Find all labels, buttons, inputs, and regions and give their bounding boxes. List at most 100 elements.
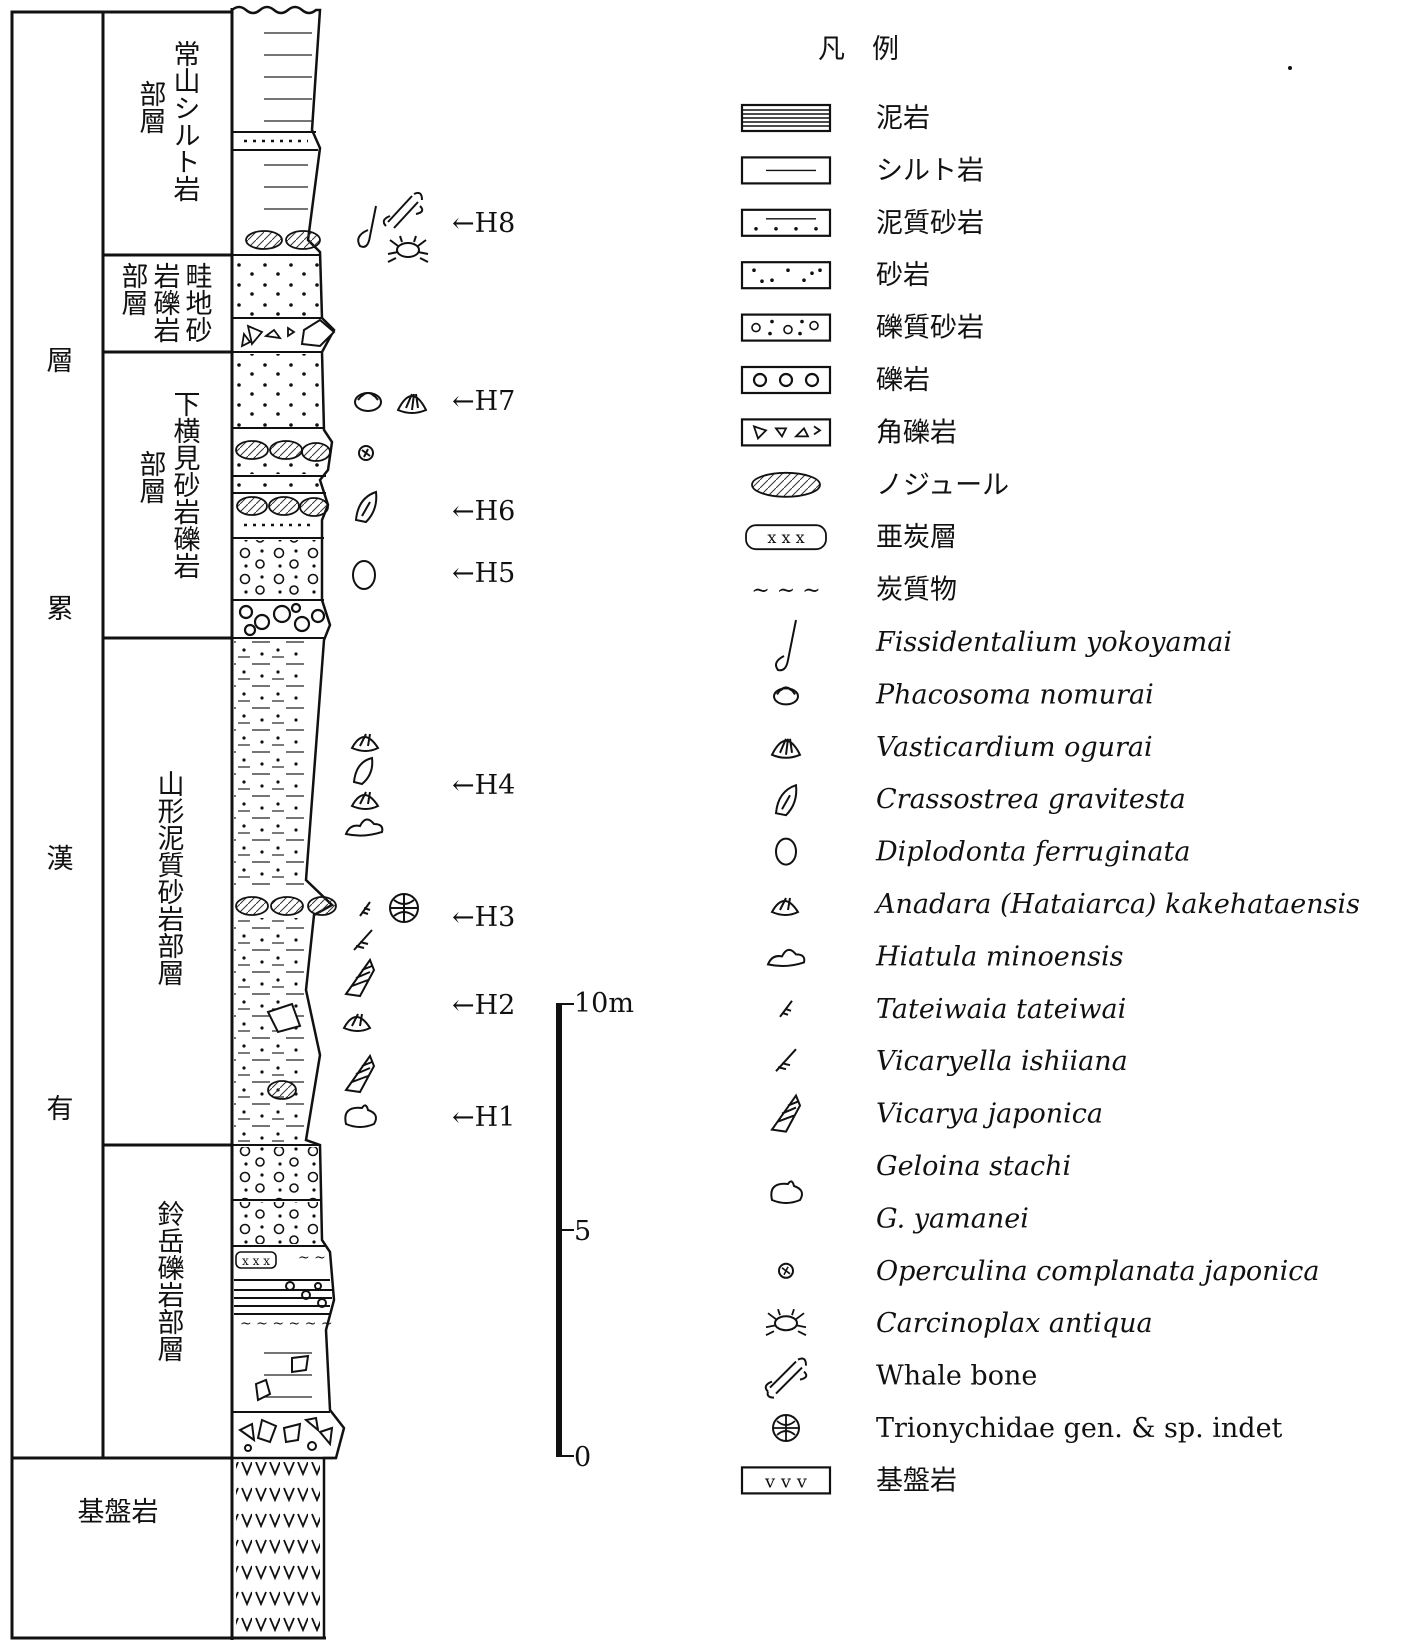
legend-title: 凡 例 <box>818 34 899 65</box>
legend-label: Anadara (Hataiarca) kakehataensis <box>873 889 1360 920</box>
ark-shell-icon <box>344 1014 370 1031</box>
vicarya-icon <box>772 1096 800 1132</box>
scale-label-mid: 5 <box>574 1216 591 1247</box>
horizon-h7: ←H7 <box>452 386 515 417</box>
small-snail-icon <box>780 1001 792 1017</box>
siltstone-bed <box>234 14 312 132</box>
oyster-icon <box>356 492 376 522</box>
mudstone-swatch <box>742 105 830 131</box>
legend-row: 砂岩 <box>742 260 930 291</box>
oyster-icon <box>776 785 796 815</box>
legend-row: 泥岩 <box>742 103 930 134</box>
nodule <box>246 231 282 249</box>
muddy-sandstone-bed <box>234 918 306 1142</box>
slender-snail-icon <box>776 1049 796 1071</box>
horizon-h1: ←H1 <box>452 1102 515 1133</box>
legend-row: Whale bone <box>766 1358 1038 1397</box>
legend-label: Vicaryella ishiiana <box>876 1046 1128 1077</box>
member-tokoyama-line1: 常山シルト岩 <box>169 40 201 202</box>
horizon-h4: ←H4 <box>452 770 515 801</box>
legend-row: Tateiwaia tateiwai <box>780 994 1126 1025</box>
vicarya-icon <box>346 960 374 996</box>
legend-label: Operculina complanata japonica <box>876 1256 1319 1287</box>
legend-row: Diplodonta ferruginata <box>776 837 1190 868</box>
horizon-h3: ←H3 <box>452 902 515 933</box>
conglomerate-bed <box>240 604 324 635</box>
member-aji-line3: 部層 <box>117 262 149 316</box>
foraminifer-icon <box>359 446 373 460</box>
horizon-h2: ←H2 <box>452 990 515 1021</box>
cockle-icon <box>398 394 426 413</box>
legend-row: Operculina complanata japonica <box>779 1256 1319 1287</box>
legend-row: Geloina stachi <box>771 1151 1071 1203</box>
legend-row: Phacosoma nomurai <box>774 679 1154 710</box>
vicarya-icon <box>346 1056 374 1092</box>
legend-label: Crassostrea gravitesta <box>876 784 1186 815</box>
legend-row: 礫質砂岩 <box>742 313 984 344</box>
legend-label: Carcinoplax antiqua <box>876 1308 1153 1339</box>
formation-box <box>12 12 103 1458</box>
scale-label-bottom: 0 <box>574 1442 591 1473</box>
member-tokoyama-line2: 部層 <box>135 80 167 134</box>
tusk-shell-icon <box>358 206 376 247</box>
legend-label: ノジュール <box>876 470 1009 501</box>
svg-text:~ ~ ~ ~ ~ ~: ~ ~ ~ ~ ~ ~ <box>240 1316 333 1332</box>
slender-snail-icon <box>354 930 372 950</box>
basement-rock <box>236 1462 320 1634</box>
thin-bedded-interval <box>234 1280 332 1314</box>
nodule <box>286 231 320 249</box>
legend-row: Hiatula minoensis <box>768 941 1123 972</box>
basement-box <box>12 1458 232 1638</box>
legend-row: Anadara (Hataiarca) kakehataensis <box>772 889 1360 920</box>
svg-text:x x x: x x x <box>242 1254 270 1268</box>
turtle-shell-icon <box>773 1415 799 1441</box>
foraminifer-icon <box>779 1264 793 1278</box>
formation-char-4: 有 <box>47 1094 74 1125</box>
sandstone-swatch <box>742 262 830 288</box>
legend-row: シルト岩 <box>742 155 984 186</box>
formation-char-1: 層 <box>47 346 74 377</box>
legend-label: シルト岩 <box>876 155 984 186</box>
crab-icon <box>766 1309 806 1335</box>
legend-label: Diplodonta ferruginata <box>875 837 1190 868</box>
legend-label: Fissidentalium yokoyamai <box>875 627 1232 658</box>
legend-row: ノジュール <box>752 470 1009 501</box>
nodule-row-h3 <box>236 897 336 915</box>
legend-label: 基盤岩 <box>876 1465 957 1496</box>
legend-label: Phacosoma nomurai <box>875 679 1154 710</box>
lignite-swatch: x x x <box>746 525 826 549</box>
legend-row: Trionychidae gen. & sp. indet <box>773 1413 1283 1444</box>
legend-label: 泥岩 <box>876 103 930 134</box>
legend-label: Whale bone <box>876 1361 1037 1392</box>
svg-text:~ ~ ~: ~ ~ ~ <box>751 579 820 604</box>
legend-label: Vicarya japonica <box>876 1099 1103 1130</box>
legend-label: G. yamanei <box>876 1203 1029 1234</box>
svg-text:v v v: v v v <box>764 1471 808 1492</box>
bone-icon <box>766 1358 807 1397</box>
member-yamagata: 山形泥質砂岩部層 <box>153 770 185 986</box>
formation-char-3: 漢 <box>47 844 74 875</box>
member-suzugatake: 鈴岳礫岩部層 <box>153 1200 185 1362</box>
ark-shell-icon <box>772 898 798 915</box>
legend-label: 礫岩 <box>876 365 930 396</box>
legend-label: 角礫岩 <box>876 417 957 448</box>
pebbly-sandstone-bed <box>236 540 320 598</box>
legend-label: 亜炭層 <box>876 522 957 553</box>
horizon-h6: ←H6 <box>452 496 515 527</box>
member-aji-line1: 畦地砂 <box>181 262 213 343</box>
phacosoma-icon <box>774 687 798 704</box>
member-shimoyokomi-line1: 下横見砂岩礫岩 <box>169 390 201 579</box>
siltstone-bed <box>234 1334 324 1410</box>
pebbly-sandstone-swatch <box>742 315 830 341</box>
legend-row: 泥質砂岩 <box>742 208 984 239</box>
scale-bar: 10m 5 0 <box>556 988 634 1473</box>
geloina-icon <box>771 1181 802 1203</box>
ark-shell-icon <box>352 792 378 809</box>
tusk-shell-icon <box>776 620 796 670</box>
horizon-h5: ←H5 <box>452 558 515 589</box>
legend-row: Fissidentalium yokoyamai <box>776 620 1232 670</box>
round-clam-icon <box>776 839 796 865</box>
sandstone-bed <box>234 257 320 317</box>
